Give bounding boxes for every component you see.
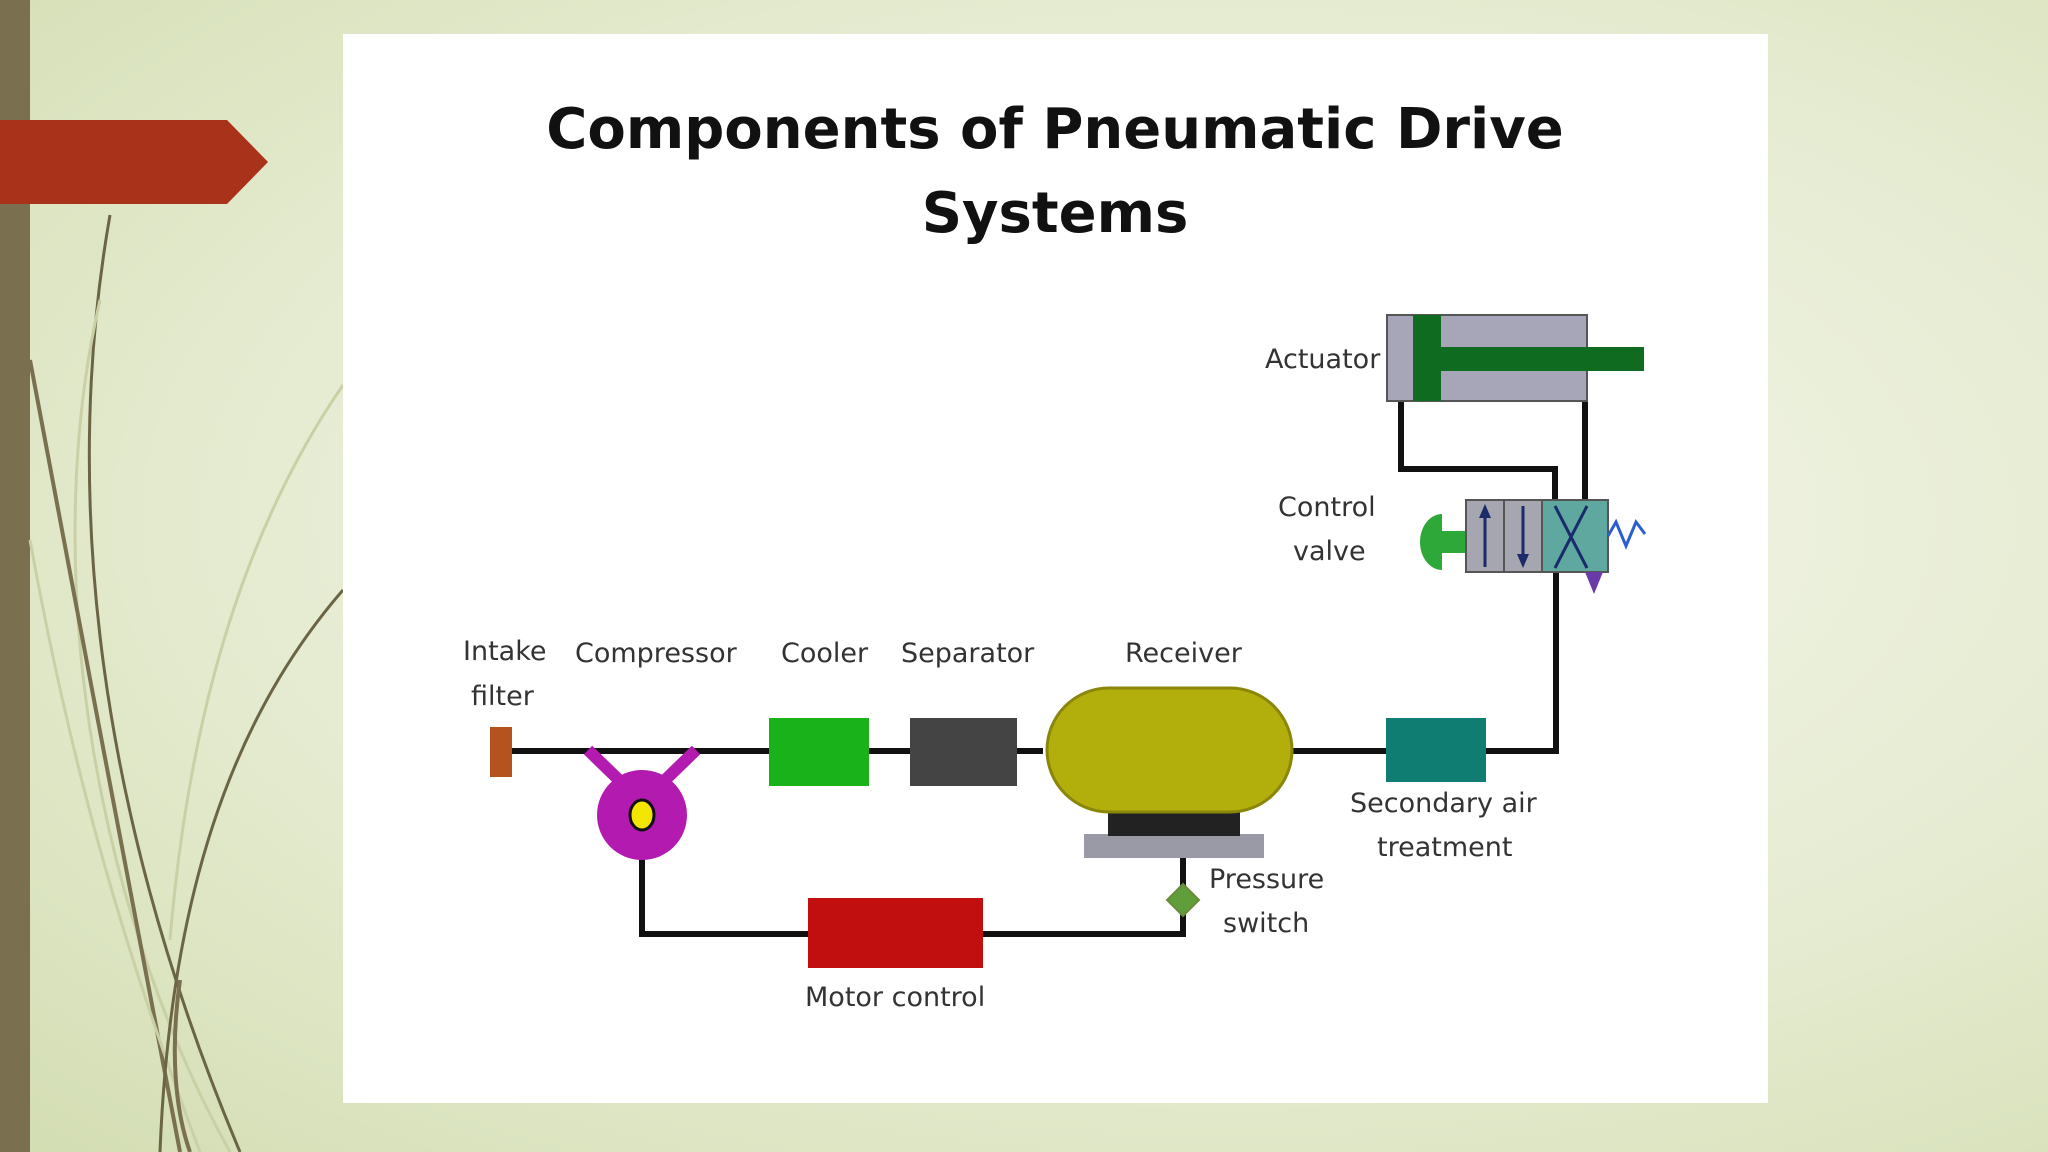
decorative-curve <box>28 359 182 1152</box>
cooler-label: Cooler <box>781 638 869 669</box>
decorative-curve <box>158 589 345 1152</box>
compressor-core <box>628 798 656 832</box>
secondary-air-label-2: treatment <box>1377 832 1512 863</box>
actuator-label: Actuator <box>1265 344 1381 375</box>
receiver-plate <box>1084 834 1264 858</box>
valve-knob <box>1420 514 1442 570</box>
valve-triangle <box>1585 572 1603 594</box>
receiver-tank <box>1045 686 1294 814</box>
secondary-air-label-1: Secondary air <box>1350 788 1538 819</box>
actuator-piston <box>1413 315 1441 401</box>
decorative-curve <box>28 539 202 1152</box>
valve-spring <box>1606 518 1647 550</box>
secondary-air-block <box>1386 718 1486 782</box>
decorative-curve <box>87 214 242 1152</box>
compressor-label: Compressor <box>575 638 738 669</box>
separator-block <box>910 718 1017 786</box>
pneumatic-diagram: Components of Pneumatic Drive Systems In… <box>463 97 1647 1013</box>
control-valve-label-2: valve <box>1293 536 1366 567</box>
valve-arrow-down-head <box>1517 554 1529 568</box>
diagram-image: Components of Pneumatic Drive Systems In… <box>343 34 1768 1103</box>
pressure-switch-label-1: Pressure <box>1209 864 1324 895</box>
receiver-label: Receiver <box>1125 638 1243 669</box>
intake-filter-label-1: Intake <box>463 636 547 667</box>
accent-arrow <box>0 120 268 204</box>
intake-filter-label-2: filter <box>471 681 535 712</box>
decorative-curve <box>168 384 345 941</box>
pressure-switch-diamond <box>1165 882 1201 918</box>
intake-filter-block <box>490 727 512 777</box>
receiver-outlet-pipe <box>1293 539 1559 754</box>
title-line-2: Systems <box>922 181 1189 246</box>
cooler-block <box>769 718 869 786</box>
valve-cross-2 <box>1553 505 1589 569</box>
pressure-switch-label-2: switch <box>1223 908 1309 939</box>
separator-label: Separator <box>901 638 1035 669</box>
decorative-curve <box>172 979 192 1152</box>
actuator-rod <box>1441 347 1644 371</box>
title-line-1: Components of Pneumatic Drive <box>546 97 1563 162</box>
receiver-base <box>1108 812 1240 836</box>
motor-control-label: Motor control <box>805 982 985 1013</box>
valve-body-right <box>1541 499 1609 573</box>
valve-arrow-up-head <box>1479 504 1491 518</box>
control-valve-label-1: Control <box>1278 492 1376 523</box>
valve-knob-stem <box>1442 531 1466 553</box>
motor-control-block <box>808 898 983 968</box>
